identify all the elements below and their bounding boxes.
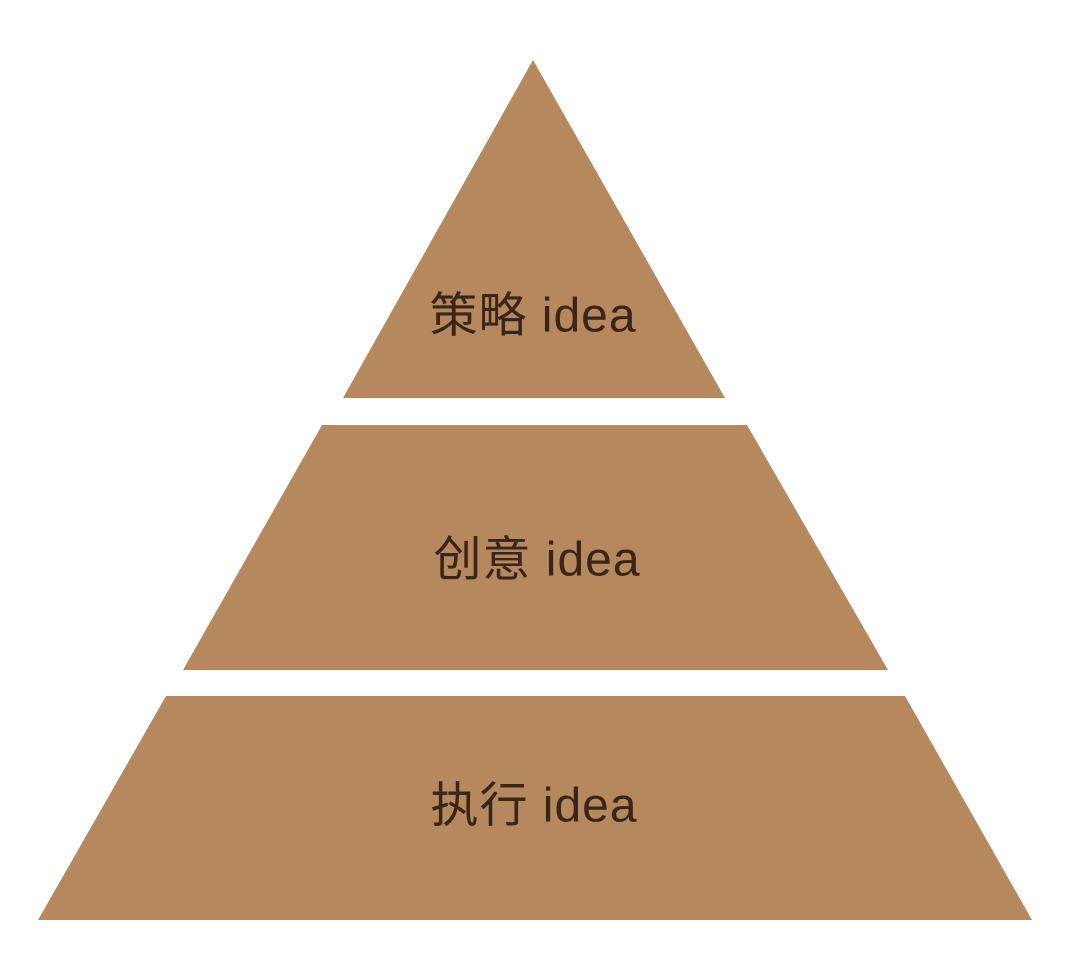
pyramid-tier-middle-label: 创意 idea bbox=[433, 534, 640, 587]
pyramid-tier-bottom-shape[interactable] bbox=[38, 696, 1032, 920]
pyramid-tier-bottom-label: 执行 idea bbox=[430, 780, 637, 833]
pyramid-tier-middle-shape[interactable] bbox=[183, 425, 888, 670]
pyramid-tier-middle[interactable]: 创意 idea bbox=[183, 425, 888, 670]
pyramid-tier-top[interactable]: 策略 idea bbox=[343, 60, 725, 398]
pyramid-tier-bottom[interactable]: 执行 idea bbox=[38, 696, 1032, 920]
pyramid-tier-top-shape[interactable] bbox=[343, 60, 725, 398]
pyramid-tier-top-label: 策略 idea bbox=[429, 290, 636, 343]
